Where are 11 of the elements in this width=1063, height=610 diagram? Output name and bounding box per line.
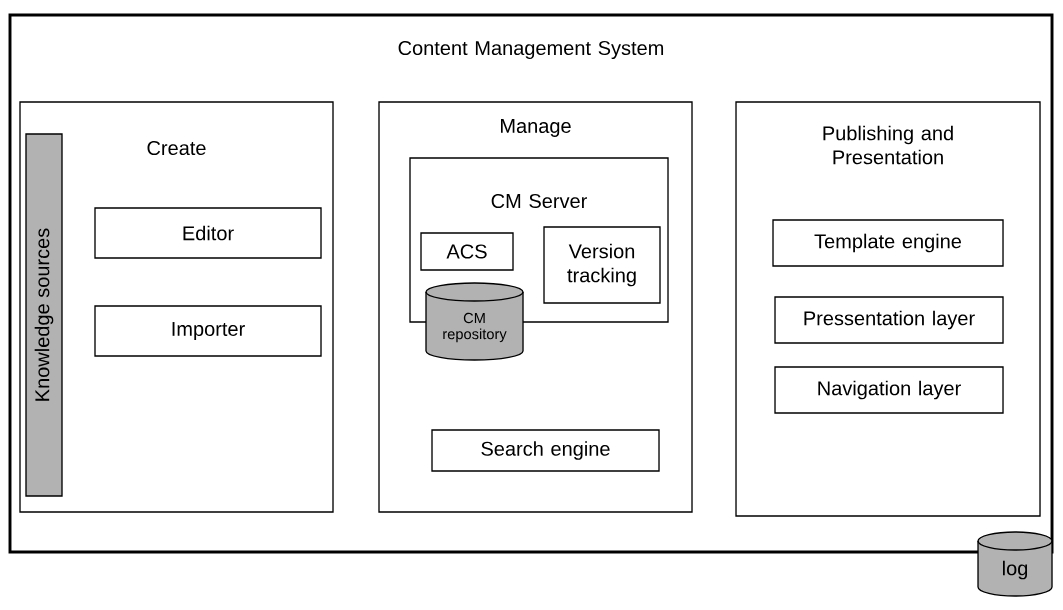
component-box: Pressentation layer bbox=[774, 296, 1004, 344]
component-box: ACS bbox=[420, 232, 514, 271]
component-box: Editor bbox=[94, 207, 322, 259]
database-cylinder: CM repository bbox=[425, 282, 524, 361]
database-cylinder: log bbox=[977, 531, 1053, 597]
component-box: Navigation layer bbox=[774, 366, 1004, 414]
component-box: Template engine bbox=[772, 219, 1004, 267]
component-box: Version tracking bbox=[543, 226, 661, 304]
component-box: Search engine bbox=[431, 429, 660, 472]
component-box: Importer bbox=[94, 305, 322, 357]
sidebar-bar: Knowledge sources bbox=[25, 133, 63, 497]
